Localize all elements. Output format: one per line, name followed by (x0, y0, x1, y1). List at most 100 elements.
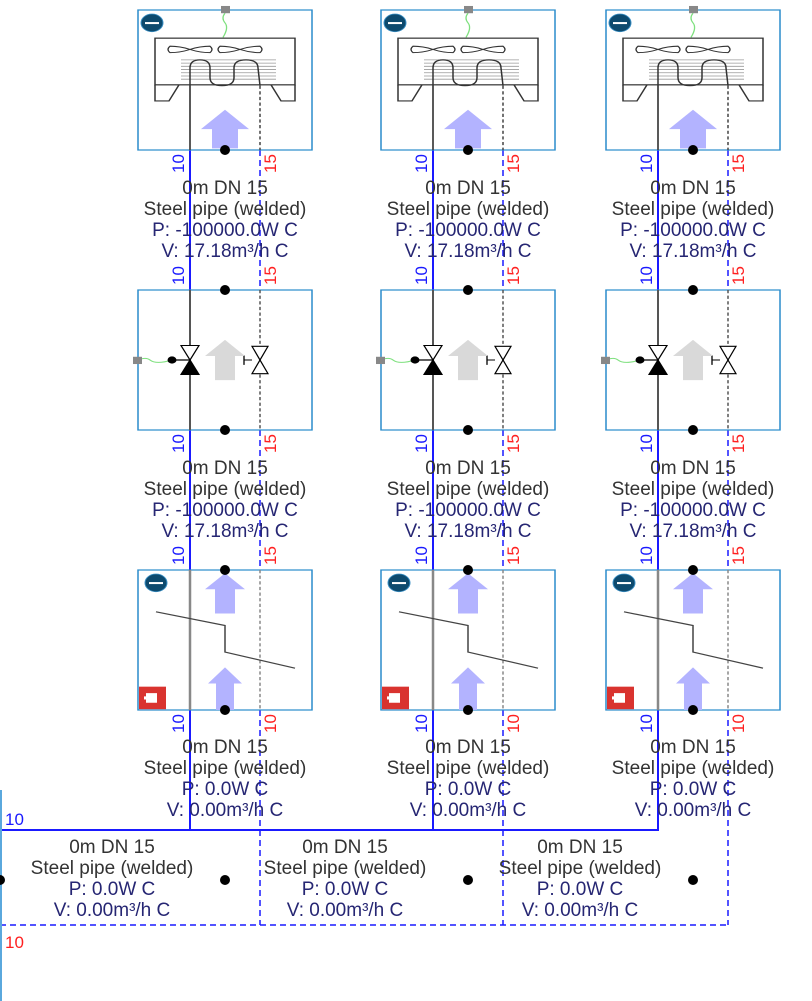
air-cooler-unit[interactable] (137, 5, 313, 151)
supply-dim-label: 10 (637, 154, 656, 173)
return-dim-label: 10 (729, 714, 748, 733)
connection-node[interactable] (220, 425, 230, 435)
connection-node[interactable] (688, 875, 698, 885)
connection-node[interactable] (463, 145, 473, 155)
signal-port-icon[interactable] (376, 356, 385, 365)
supply-dim-label: 10 (412, 266, 431, 285)
flow-arrow-icon (448, 573, 488, 614)
minus-glyph (149, 582, 163, 585)
pipe-power-text: P: 0.0W C (182, 779, 269, 800)
return-dim-label: 15 (504, 266, 523, 285)
connection-node[interactable] (688, 425, 698, 435)
pipe-length-text: 0m DN 15 (182, 178, 268, 199)
valve-unit[interactable] (133, 289, 313, 431)
pipe-flow-text: V: 0.00m³/h C (167, 800, 284, 821)
main-supply-label: 10 (5, 810, 24, 829)
valve-unit[interactable] (601, 289, 781, 431)
signal-wire (690, 12, 696, 38)
balancing-valve-icon[interactable] (711, 345, 738, 375)
pipe-flow-text: V: 17.18m³/h C (404, 521, 531, 542)
pipe-power-text: P: -100000.0W C (152, 500, 298, 521)
return-dim-label: 15 (504, 434, 523, 453)
air-cooler-unit[interactable] (605, 5, 781, 151)
balancing-valve-icon[interactable] (486, 345, 513, 375)
fan-icon (410, 45, 456, 54)
signal-wire (380, 357, 416, 363)
connection-node[interactable] (688, 705, 698, 715)
pipe-material-text: Steel pipe (welded) (387, 479, 550, 500)
flow-arrow-icon (208, 667, 242, 710)
return-dim-label: 15 (261, 434, 280, 453)
flow-arrow-icon (673, 573, 713, 614)
pipe-flow-text: V: 0.00m³/h C (522, 900, 639, 921)
actuator-node (410, 356, 420, 364)
signal-port-icon[interactable] (221, 5, 230, 14)
pipe-length-text: 0m DN 15 (650, 178, 736, 199)
connection-node[interactable] (688, 285, 698, 295)
valve-unit[interactable] (376, 289, 556, 431)
pipe-length-text: 0m DN 15 (425, 737, 511, 758)
signal-port-icon[interactable] (133, 356, 142, 365)
pipe-material-text: Steel pipe (welded) (612, 758, 775, 779)
connection-node[interactable] (463, 705, 473, 715)
minus-glyph (145, 22, 159, 25)
characteristic-curve-icon (623, 611, 764, 669)
flow-arrow-icon (444, 109, 492, 149)
connection-node[interactable] (220, 565, 230, 575)
pipe-power-text: P: 0.0W C (425, 779, 512, 800)
air-cooler-unit[interactable] (380, 5, 556, 151)
supply-dim-label: 10 (637, 434, 656, 453)
return-dim-label: 10 (504, 714, 523, 733)
signal-port-icon[interactable] (601, 356, 610, 365)
supply-dim-label: 10 (169, 266, 188, 285)
characteristic-curve-icon (398, 611, 539, 669)
connection-node[interactable] (220, 875, 230, 885)
pipe-material-text: Steel pipe (welded) (387, 758, 550, 779)
connection-node[interactable] (688, 565, 698, 575)
signal-port-icon[interactable] (464, 5, 473, 14)
flow-arrow-icon (669, 109, 717, 149)
cooler-legs (397, 84, 539, 102)
pipe-length-text: 0m DN 15 (302, 837, 388, 858)
pipe-section-unit[interactable] (380, 569, 556, 711)
pipe-length-text: 0m DN 15 (650, 458, 736, 479)
pipe-section-unit[interactable] (605, 569, 781, 711)
supply-dim-label: 10 (412, 154, 431, 173)
connection-node[interactable] (463, 425, 473, 435)
connection-node[interactable] (688, 145, 698, 155)
fan-icon (635, 45, 681, 54)
supply-dim-label: 10 (169, 154, 188, 173)
supply-dim-label: 10 (412, 714, 431, 733)
pipe-flow-text: V: 17.18m³/h C (629, 521, 756, 542)
return-dim-label: 15 (729, 154, 748, 173)
cooler-housing (154, 37, 296, 86)
pipe-material-text: Steel pipe (welded) (264, 858, 427, 879)
pipe-flow-text: V: 0.00m³/h C (54, 900, 171, 921)
supply-dim-label: 10 (169, 434, 188, 453)
pipe-length-text: 0m DN 15 (425, 458, 511, 479)
connection-node[interactable] (0, 875, 5, 885)
flow-arrow-icon (205, 339, 245, 381)
control-valve-fill (424, 360, 442, 375)
balancing-valve-icon[interactable] (243, 345, 270, 375)
pipe-section-unit[interactable] (137, 569, 313, 711)
connection-node[interactable] (220, 145, 230, 155)
lock-glyph (144, 693, 157, 703)
supply-dim-label: 10 (412, 434, 431, 453)
return-dim-label: 15 (729, 266, 748, 285)
connection-node[interactable] (220, 705, 230, 715)
connection-node[interactable] (463, 875, 473, 885)
connection-node[interactable] (220, 285, 230, 295)
pipe-power-text: P: 0.0W C (302, 879, 389, 900)
pipe-length-text: 0m DN 15 (537, 837, 623, 858)
connection-node[interactable] (463, 285, 473, 295)
pipe-material-text: Steel pipe (welded) (144, 479, 307, 500)
pipe-material-text: Steel pipe (welded) (144, 758, 307, 779)
flow-arrow-icon (205, 573, 245, 614)
lock-glyph (387, 693, 400, 703)
minus-glyph (388, 22, 402, 25)
connection-node[interactable] (463, 565, 473, 575)
pipe-material-text: Steel pipe (welded) (387, 199, 550, 220)
signal-port-icon[interactable] (689, 5, 698, 14)
signal-wire (222, 12, 228, 38)
